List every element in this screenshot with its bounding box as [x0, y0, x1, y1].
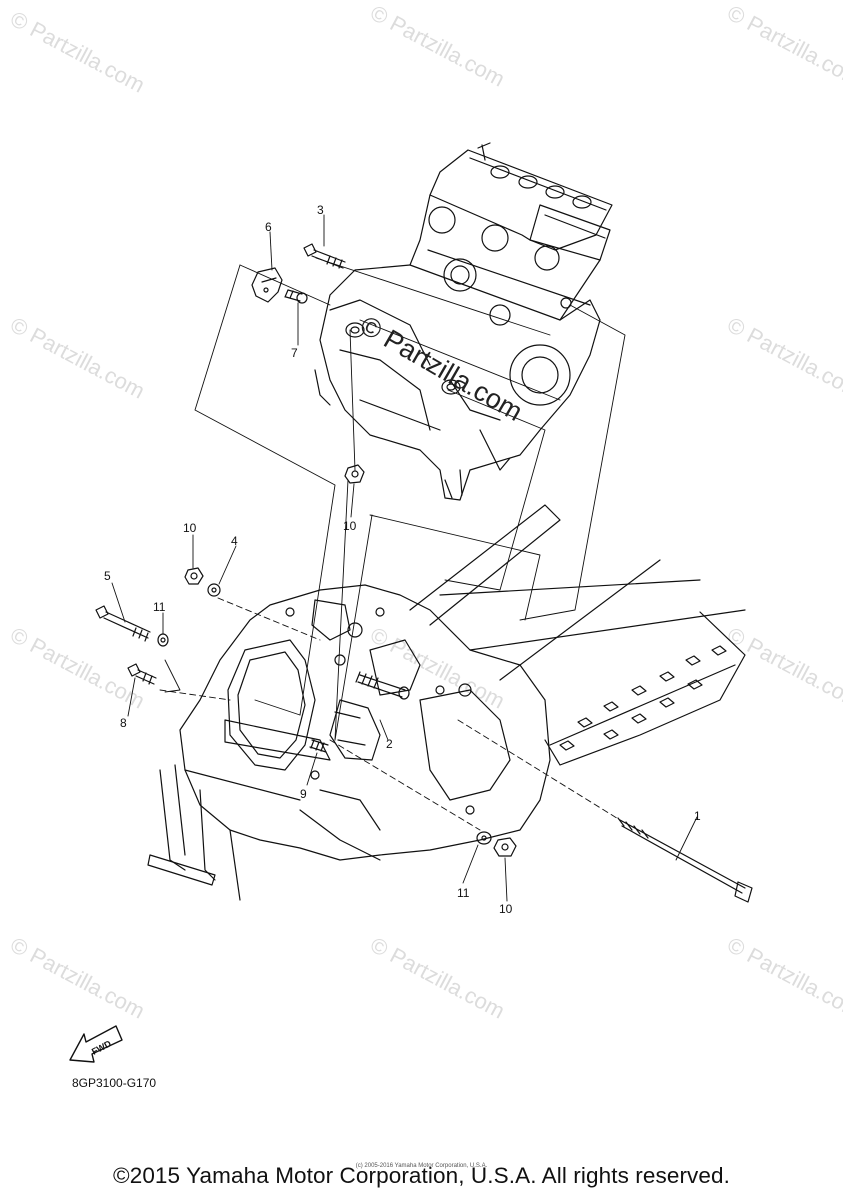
part-11-washer-left: [157, 633, 169, 647]
part-3-bolt: [303, 243, 346, 269]
diagram-code: 8GP3100-G170: [72, 1076, 157, 1090]
callout-11-bottom: 11: [457, 886, 470, 900]
leader-lines: [111, 214, 698, 902]
callout-10-upper: 10: [343, 519, 357, 533]
part-5-bolt: [95, 605, 151, 642]
part-4-washer: [207, 583, 221, 597]
part-10-nut-bottom: [493, 837, 517, 857]
part-10-nut-upper: [344, 464, 365, 484]
callout-5: 5: [104, 569, 111, 583]
callout-2: 2: [386, 737, 393, 751]
part-11-washer-bottom: [476, 831, 492, 845]
part-1-through-bolt: [617, 817, 753, 903]
callout-4: 4: [231, 534, 238, 548]
alignment-lines: [159, 257, 626, 831]
part-6-bracket: [251, 267, 283, 303]
part-2-mount-bolt: [329, 671, 410, 761]
callout-11-left: 11: [153, 600, 166, 614]
tiny-copyright: (c) 2005-2016 Yamaha Motor Corporation, …: [355, 1163, 488, 1169]
copyright-notice: ©2015 Yamaha Motor Corporation, U.S.A. A…: [113, 1163, 730, 1188]
fwd-label: FWD: [90, 1038, 113, 1057]
callout-9: 9: [300, 787, 307, 801]
engine-assembly: [314, 142, 613, 501]
callout-10-bottom: 10: [499, 902, 513, 916]
part-8-bolt: [127, 663, 157, 685]
callout-numbers: 1 2 3 4 5 6 7 8 9 10 10 10 11 11: [104, 203, 701, 916]
callout-3: 3: [317, 203, 324, 217]
part-9-stud: [309, 739, 329, 753]
callout-7: 7: [291, 346, 298, 360]
callout-1: 1: [694, 809, 701, 823]
fwd-arrow-icon: FWD: [69, 1025, 123, 1063]
frame-assembly: [147, 504, 746, 901]
part-7-collar: [284, 289, 308, 304]
callout-6: 6: [265, 220, 272, 234]
callout-8: 8: [120, 716, 127, 730]
callout-10-left: 10: [183, 521, 197, 535]
part-10-nut-left: [184, 567, 204, 585]
